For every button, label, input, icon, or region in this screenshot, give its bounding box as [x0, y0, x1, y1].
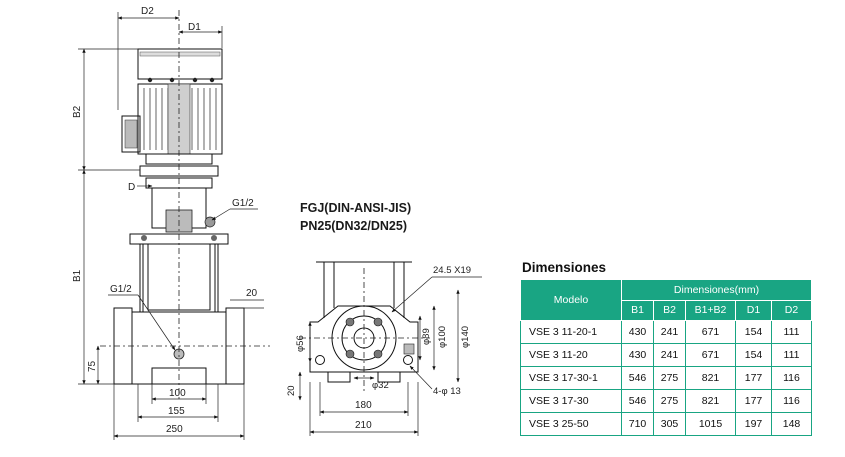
dim-label-250: 250 — [166, 424, 183, 435]
fan-cover-bolt — [169, 77, 175, 83]
header-d2: D2 — [770, 299, 813, 321]
label-g12-lower: G1/2 — [110, 284, 132, 295]
cell-d2: 148 — [770, 412, 813, 436]
pump-base-view: 24.5 X19 φ56 φ89 φ100 φ140 φ32 20 4-φ 13… — [286, 261, 482, 436]
cell-d2: 111 — [770, 320, 813, 344]
cell-model: VSE 3 11-20-1 — [520, 320, 622, 344]
table-row: VSE 3 17-30-1 546 275 821 177 116 — [520, 366, 813, 390]
table-row: VSE 3 11-20-1 430 241 671 154 111 — [520, 320, 813, 344]
cell-model: VSE 3 25-50 — [520, 412, 622, 436]
mount-hole — [315, 355, 325, 365]
header-model: Modelo — [520, 279, 622, 321]
cell-d2: 111 — [770, 343, 813, 367]
cell-b1b2: 671 — [685, 343, 736, 367]
cell-d2: 116 — [770, 366, 813, 390]
cell-d2: 116 — [770, 389, 813, 413]
dim-label-d1: D1 — [188, 22, 201, 33]
flange-spec-line1: FGJ(DIN-ANSI-JIS) — [300, 201, 411, 215]
dim-label-155: 155 — [168, 406, 185, 417]
table-row: VSE 3 11-20 430 241 671 154 111 — [520, 343, 813, 367]
cell-b2: 275 — [653, 389, 686, 413]
cell-model: VSE 3 17-30 — [520, 389, 622, 413]
cell-d1: 154 — [735, 343, 772, 367]
cell-b1b2: 1015 — [685, 412, 736, 436]
dim-label-100-base: φ100 — [437, 326, 448, 348]
fan-cover-bolt — [192, 77, 198, 83]
dim-label-75: 75 — [87, 360, 98, 372]
flange-spec-line2: PN25(DN32/DN25) — [300, 219, 407, 233]
dim-label-210: 210 — [355, 420, 372, 431]
fan-cover-bolt — [147, 77, 153, 83]
dim-label-100: 100 — [169, 388, 186, 399]
cell-d1: 177 — [735, 366, 772, 390]
table-row: VSE 3 25-50 710 305 1015 197 148 — [520, 412, 813, 436]
cell-b1: 430 — [621, 320, 654, 344]
base-foot — [377, 371, 401, 383]
table-row: VSE 3 17-30 546 275 821 177 116 — [520, 389, 813, 413]
dim-label-20-base: 20 — [286, 385, 297, 396]
dim-label-b2: B2 — [72, 105, 83, 118]
dim-label-20-side: 20 — [246, 288, 258, 299]
label-mount-holes: 4-φ 13 — [433, 386, 461, 397]
cell-b1b2: 821 — [685, 389, 736, 413]
header-b2: B2 — [653, 299, 686, 321]
cell-b1: 546 — [621, 389, 654, 413]
dim-label-89: φ89 — [421, 328, 432, 345]
label-g12-upper: G1/2 — [232, 198, 254, 209]
header-b1-b2: B1+B2 — [685, 299, 736, 321]
cell-d1: 197 — [735, 412, 772, 436]
motor-fan-cover — [137, 48, 223, 80]
dim-label-b1: B1 — [72, 269, 83, 282]
cell-b1: 430 — [621, 343, 654, 367]
cell-b1b2: 671 — [685, 320, 736, 344]
cell-b1: 546 — [621, 366, 654, 390]
dim-label-d2: D2 — [141, 6, 154, 17]
mount-hole — [403, 355, 413, 365]
table-title: Dimensiones — [522, 260, 607, 275]
cell-b2: 241 — [653, 320, 686, 344]
dim-label-56: φ56 — [295, 335, 306, 352]
dimensions-table: Modelo Dimensiones(mm) B1 B2 B1+B2 D1 D2… — [520, 279, 813, 436]
dim-label-180: 180 — [355, 400, 372, 411]
base-foot — [327, 371, 351, 383]
dim-label-32: φ32 — [372, 380, 389, 391]
cell-b2: 241 — [653, 343, 686, 367]
dim-label-d: D — [128, 182, 135, 193]
cell-b1b2: 821 — [685, 366, 736, 390]
dim-label-24-5x19: 24.5 X19 — [433, 265, 471, 276]
cell-model: VSE 3 11-20 — [520, 343, 622, 367]
cell-b1: 710 — [621, 412, 654, 436]
vent-plug — [204, 216, 216, 228]
cell-b2: 275 — [653, 366, 686, 390]
cell-d1: 177 — [735, 389, 772, 413]
header-dimensions-group: Dimensiones(mm) — [620, 279, 813, 301]
cell-b2: 305 — [653, 412, 686, 436]
header-b1: B1 — [621, 299, 654, 321]
fan-cover-bolt — [209, 77, 215, 83]
dimensions-table-block: Dimensiones Modelo Dimensiones(mm) B1 B2… — [520, 260, 813, 436]
dim-label-140: φ140 — [460, 326, 471, 348]
pump-side-view: D2 D1 B2 B1 75 D G1/2 G1/2 20 — [72, 6, 270, 440]
cell-d1: 154 — [735, 320, 772, 344]
header-d1: D1 — [735, 299, 772, 321]
cell-model: VSE 3 17-30-1 — [520, 366, 622, 390]
terminal-box — [121, 115, 141, 153]
